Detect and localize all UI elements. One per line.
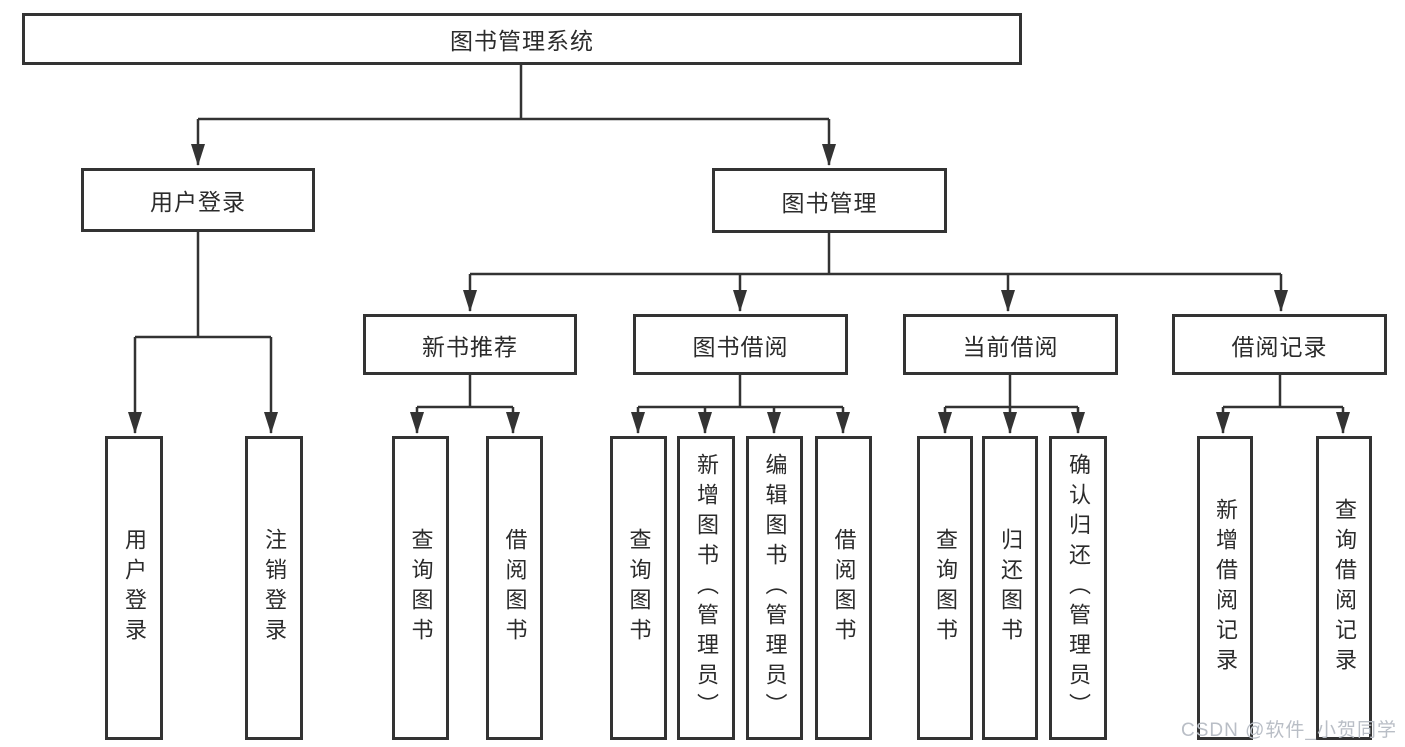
node-leaf-borrow-books: 借阅图书: [815, 436, 872, 740]
node-leaf-add-book-admin-label: 新增图书（管理员）: [694, 453, 719, 723]
node-new-book-recommend: 新书推荐: [363, 314, 577, 375]
node-leaf-add-book-admin: 新增图书（管理员）: [677, 436, 735, 740]
node-leaf-borrow-books-label: 借阅图书: [831, 528, 857, 648]
node-leaf-edit-book-admin-label: 编辑图书（管理员）: [762, 453, 788, 723]
node-leaf-query-books-current-label: 查询图书: [933, 528, 958, 648]
node-borrow-records-label: 借阅记录: [1231, 333, 1328, 360]
node-root-system: 图书管理系统: [22, 13, 1022, 65]
connector-root-to-level2: [191, 65, 836, 166]
node-leaf-query-books-recommend-label: 查询图书: [408, 528, 434, 648]
node-book-management-module-label: 图书管理: [781, 189, 878, 216]
node-leaf-logout: 注销登录: [245, 436, 303, 740]
connector-current-to-leaves: [938, 375, 1085, 434]
node-leaf-borrow-books-recommend: 借阅图书: [486, 436, 543, 740]
node-user-login-module: 用户登录: [81, 168, 315, 232]
node-leaf-user-login-label: 用户登录: [122, 528, 147, 648]
node-leaf-return-book: 归还图书: [982, 436, 1038, 740]
node-leaf-query-borrow-record-label: 查询借阅记录: [1332, 498, 1357, 678]
node-leaf-query-books-borrow-label: 查询图书: [626, 528, 652, 648]
node-leaf-return-book-label: 归还图书: [998, 528, 1023, 648]
node-current-borrow: 当前借阅: [903, 314, 1118, 375]
node-current-borrow-label: 当前借阅: [962, 333, 1059, 360]
node-book-borrow-label: 图书借阅: [692, 333, 789, 360]
node-root-system-label: 图书管理系统: [450, 28, 594, 54]
connector-borrow-to-leaves: [631, 375, 850, 434]
node-leaf-edit-book-admin: 编辑图书（管理员）: [746, 436, 803, 740]
node-book-management-module: 图书管理: [712, 168, 947, 233]
node-user-login-module-label: 用户登录: [150, 189, 246, 215]
node-leaf-query-borrow-record: 查询借阅记录: [1316, 436, 1372, 740]
node-borrow-records: 借阅记录: [1172, 314, 1387, 375]
node-leaf-borrow-books-recommend-label: 借阅图书: [502, 528, 528, 648]
node-book-borrow: 图书借阅: [633, 314, 848, 375]
connector-bookmgmt-to-level3: [463, 233, 1288, 312]
csdn-watermark: CSDN @软件_小贺同学: [1181, 720, 1397, 741]
node-leaf-query-books-recommend: 查询图书: [392, 436, 449, 740]
node-leaf-query-books-current: 查询图书: [917, 436, 973, 740]
node-leaf-add-borrow-record: 新增借阅记录: [1197, 436, 1253, 740]
node-new-book-recommend-label: 新书推荐: [422, 333, 518, 360]
connector-login-to-leaves: [128, 232, 278, 434]
node-leaf-user-login: 用户登录: [105, 436, 163, 740]
node-leaf-confirm-return-admin: 确认归还（管理员）: [1049, 436, 1107, 740]
node-leaf-query-books-borrow: 查询图书: [610, 436, 667, 740]
connector-records-to-leaves: [1216, 375, 1350, 434]
node-leaf-logout-label: 注销登录: [262, 528, 287, 648]
connector-newbook-to-leaves: [410, 375, 520, 434]
node-leaf-confirm-return-admin-label: 确认归还（管理员）: [1066, 453, 1091, 723]
node-leaf-add-borrow-record-label: 新增借阅记录: [1213, 498, 1238, 678]
